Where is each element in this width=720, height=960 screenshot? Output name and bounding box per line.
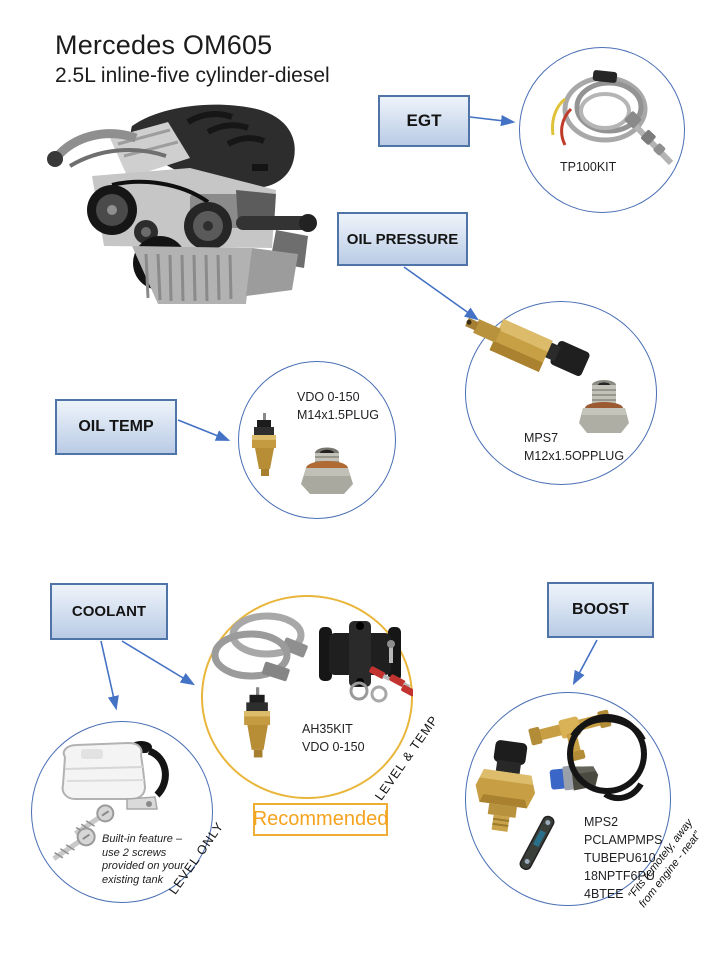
page-title: Mercedes OM605 2.5L inline-five cylinder… — [55, 30, 330, 88]
egt-label: EGT — [406, 111, 442, 130]
note-line: provided on your — [102, 860, 184, 872]
tp100kit-photo — [551, 70, 674, 166]
part-line: MPS7 — [524, 431, 559, 445]
oil-temp-label: OIL TEMP — [78, 418, 154, 435]
oil-temp-part-numbers: VDO 0-150 M14x1.5PLUG — [297, 388, 379, 424]
arrow-oil-temp — [177, 419, 231, 441]
boost-kit-photo — [475, 709, 647, 871]
boost-label: BOOST — [572, 601, 629, 618]
recommended-text: Recommended — [252, 808, 389, 830]
mps7-kit-photo — [465, 317, 629, 433]
part-line: MPS2 — [584, 815, 619, 829]
arrow-boost — [572, 639, 598, 686]
coolant-note: Built-in feature – use 2 screws provided… — [102, 833, 184, 887]
part-line: 18NPTF6PU — [584, 869, 655, 883]
boost-label-box: BOOST — [547, 582, 654, 638]
coolant-label-box: COOLANT — [50, 583, 168, 640]
recommended-badge: Recommended — [253, 803, 388, 836]
arrow-coolant-tank — [100, 640, 119, 711]
ah35kit-part-numbers: AH35KIT VDO 0-150 — [302, 720, 365, 756]
note-line: Built-in feature – — [102, 833, 183, 845]
part-line: PCLAMPMPS — [584, 833, 663, 847]
ah35kit-photo — [211, 612, 413, 758]
coolant-kit-photo — [52, 741, 169, 861]
egt-label-box: EGT — [378, 95, 470, 147]
note-line: existing tank — [102, 873, 164, 886]
part-line: M12x1.5OPPLUG — [524, 449, 625, 463]
part-line: TUBEPU610 — [584, 851, 656, 865]
arrow-egt — [469, 115, 516, 127]
coolant-label: COOLANT — [71, 603, 147, 620]
boost-part-numbers: MPS2 PCLAMPMPS TUBEPU610 18NPTF6PU 4BTEE — [584, 813, 663, 903]
note-line: use 2 screws — [102, 846, 167, 859]
oil-pressure-label: OIL PRESSURE — [346, 230, 459, 248]
title-line2: 2.5L inline-five cylinder-diesel — [55, 64, 330, 87]
oil-temp-label-box: OIL TEMP — [55, 399, 177, 455]
title-line1: Mercedes OM605 — [55, 30, 273, 60]
oil-temp-kit-photo — [252, 413, 353, 494]
oil-pressure-part-numbers: MPS7 M12x1.5OPPLUG — [524, 429, 624, 465]
arrow-coolant-kit — [121, 640, 196, 686]
part-line: VDO 0-150 — [302, 740, 365, 754]
part-line: M14x1.5PLUG — [297, 408, 379, 422]
part-line: AH35KIT — [302, 722, 353, 736]
part-line: VDO 0-150 — [297, 390, 360, 404]
engine-photo — [47, 104, 317, 304]
oil-pressure-label-box: OIL PRESSURE — [337, 212, 468, 266]
tp100kit-part-number: TP100KIT — [560, 160, 617, 174]
part-line: 4BTEE — [584, 887, 624, 901]
